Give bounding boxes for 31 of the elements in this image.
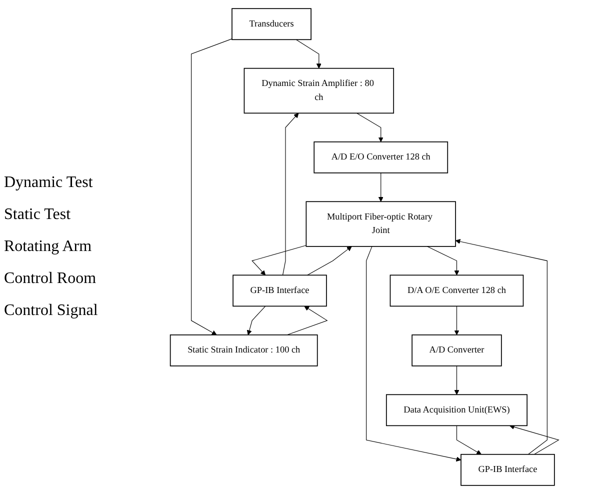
node-box: GP-IB Interface [460,454,555,486]
node-box: Data Acquisition Unit(EWS) [386,394,528,426]
arrow [509,424,560,455]
note-label: Rotating Arm [4,238,93,256]
arrow [246,306,266,336]
node-box: A/D Converter [412,334,502,366]
arrow [455,239,548,455]
node-box: Dynamic Strain Amplifier : 80 ch [244,68,394,114]
note-label: Dynamic Test [4,174,94,192]
node-box: A/D E/O Converter 128 ch [314,141,448,174]
arrow [454,366,460,395]
arrow [282,112,299,276]
arrow [191,38,232,336]
node-box: Transducers [232,8,312,40]
arrow [296,39,322,69]
arrow [378,172,384,202]
node-box: Multiport Fiber-optic Rotary Joint [306,201,456,247]
arrow [454,306,460,336]
node-box: Static Strain Indicator : 100 ch [170,334,318,366]
arrow [252,245,306,276]
arrow [366,246,462,462]
arrow [356,112,384,142]
node-box: GP-IB Interface [232,274,327,307]
arrow [426,246,460,276]
note-label: Control Signal [4,302,99,320]
note-label: Control Room [4,270,98,288]
arrow [456,425,482,455]
note-label: Static Test [4,206,72,224]
node-box: D/A O/E Converter 128 ch [390,274,524,307]
arrow [286,306,328,336]
arrow [307,246,352,276]
